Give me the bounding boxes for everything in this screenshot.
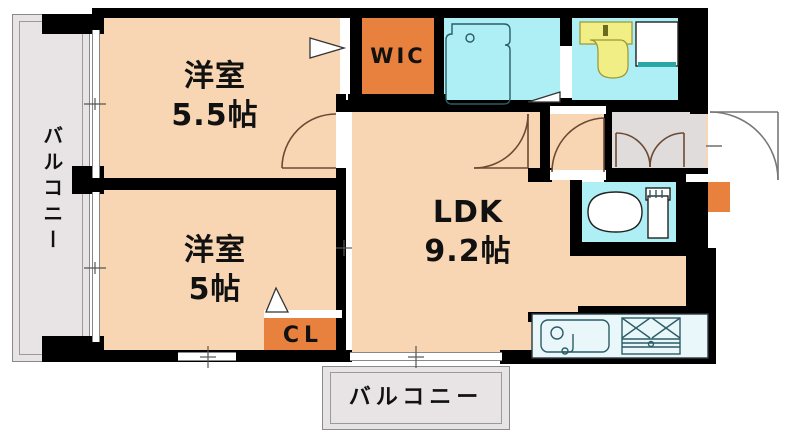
shoe-cabinet-door-icon [615,132,685,168]
balcony-south-text: バルコニー [348,385,484,411]
wic-door-icon [309,37,347,59]
walk-in-closet[interactable]: WIC [358,18,438,94]
bathroom-floor [442,14,562,108]
wc-door-swing [551,117,605,173]
wall-top-main [92,8,708,18]
wall-wc-left [570,176,582,256]
opening-bath-door [560,46,572,98]
bedroom1-door-swing [281,113,337,169]
wall-hall-partition-a [540,106,550,178]
wall-wic-left [348,8,360,100]
bath-door-folding-icon [527,91,561,103]
closet-cl[interactable]: CL [264,316,342,356]
bedroom-1-name: 洋室 [184,58,246,94]
balcony-west-text: バルコニー [39,125,64,255]
opening-washroom [572,106,580,114]
cl-door-icon [265,286,290,313]
wall-hall-top-left [344,100,436,112]
wall-wc-bottom [570,242,688,256]
washing-machine-space-icon [635,21,679,67]
bedroom-2-size: 5帖 [188,272,242,307]
wall-bath-bottom [434,100,574,112]
bedroom-2-name: 洋室 [184,232,246,268]
ldk-name: LDK [432,194,504,230]
wall-east-exterior [690,8,708,114]
toilet-icon [587,187,671,239]
entry-door-swing [706,111,779,181]
cl-label: CL [282,323,324,349]
bathtub-icon [445,23,511,105]
wic-label: WIC [370,43,426,68]
ldk-label: LDK 9.2帖 [368,186,568,278]
window-sash-marks [84,98,424,368]
bedroom-1-floor [98,18,344,184]
bedroom-1-size: 5.5帖 [171,98,259,133]
balcony-west-label: バルコニー [19,60,83,320]
kitchen-counter [531,313,709,359]
ldk-floor-east [578,248,706,312]
wc-corridor-floor [552,112,610,176]
wall-ldk-east-step [706,248,716,364]
opening-bedroom1-door [336,112,346,168]
window-ldk-south [350,352,502,361]
opening-shoe [686,174,730,182]
window-bedroom-2 [92,192,100,342]
bedroom-1-label: 洋室 5.5帖 [110,48,320,144]
opening-wic [340,18,350,94]
wall-washroom-right [678,8,690,112]
balcony-south-inner [330,372,502,424]
opening-wc-bottom [550,170,606,180]
wall-bedrooms-divider [98,178,344,190]
balcony-south-label: バルコニー [330,372,502,424]
ldk-door-swing [473,113,529,169]
wall-ldk-east-notch [578,306,708,316]
gas-stove-icon [621,317,681,355]
bedroom-2-label: 洋室 5帖 [110,222,320,318]
wall-wic-right [434,8,444,100]
wall-hall-partition-b [604,106,612,178]
wall-bottom-mid [322,350,352,362]
opening-cl [264,310,342,318]
wash-basin-icon [579,21,633,79]
wall-top-left [42,14,104,34]
kitchen-sink-icon [540,319,610,355]
wall-bedroom-right-lower [336,186,346,362]
ldk-size: 9.2帖 [424,234,512,269]
wall-hall-bottom-left [528,168,552,182]
